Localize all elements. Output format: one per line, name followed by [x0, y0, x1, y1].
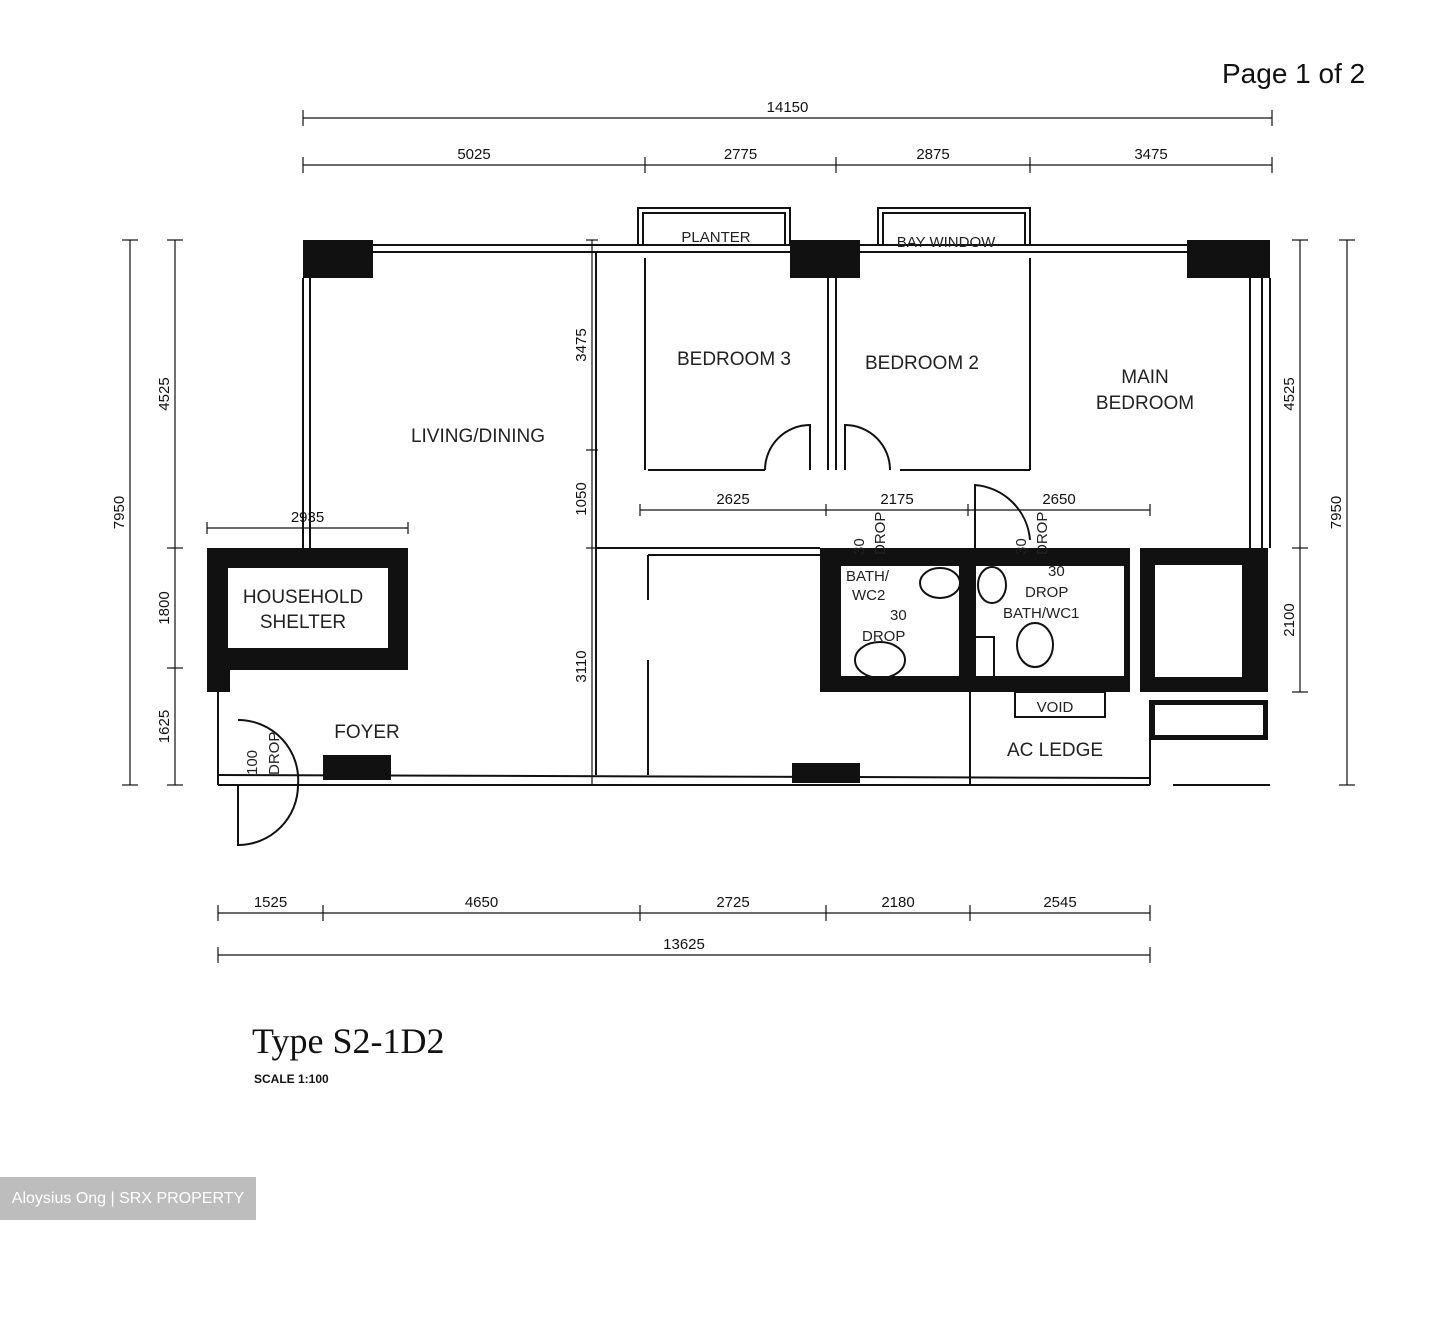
dimension-label: 13625	[663, 936, 705, 953]
dimension-label: 1525	[254, 894, 287, 911]
dimension-label: 3110	[573, 650, 590, 682]
bay-window-label: BAY WINDOW	[897, 234, 996, 251]
room-household-shelter-line1: HOUSEHOLD	[243, 587, 363, 608]
drop-note-wc2-top: 30	[851, 538, 868, 555]
unit-type-title: Type S2-1D2	[252, 1021, 445, 1061]
dimension-label: 4525	[1281, 377, 1298, 410]
drop-label-wc1: DROP	[1025, 584, 1068, 601]
room-bedroom-3: BEDROOM 3	[677, 349, 791, 370]
drop-note-foyer-label: DROP	[266, 732, 283, 775]
void-label: VOID	[1037, 699, 1074, 716]
room-bath-wc2-line1: BATH/	[846, 568, 890, 585]
drop-note-wc2-top-label: DROP	[872, 512, 889, 555]
wall-lines	[217, 207, 1271, 847]
drop-note-wc1-top: 30	[1013, 538, 1030, 555]
dimension-label: 3475	[1134, 146, 1167, 163]
drop-value-wc1: 30	[1048, 563, 1065, 580]
dimension-label: 2100	[1281, 603, 1298, 636]
dimension-label: 3475	[573, 328, 590, 361]
column	[790, 240, 860, 278]
dimension-label: 5025	[457, 146, 490, 163]
dimension-label: 1625	[156, 710, 173, 743]
drop-note-foyer-value: 100	[244, 750, 261, 775]
dimension-label: 7950	[111, 496, 128, 529]
room-bath-wc2-line2: WC2	[852, 587, 885, 604]
page-indicator: Page 1 of 2	[1222, 58, 1366, 89]
dimension-label: 2725	[716, 894, 749, 911]
column	[323, 755, 391, 780]
dimension-label: 1050	[573, 482, 590, 515]
watermark: Aloysius Ong | SRX PROPERTY	[0, 1177, 256, 1220]
scale-label: SCALE 1:100	[254, 1072, 329, 1086]
dimension-label: 4650	[465, 894, 498, 911]
walls	[207, 207, 1271, 847]
room-foyer: FOYER	[334, 722, 399, 743]
room-main-bedroom-line1: MAIN	[1121, 367, 1169, 388]
dimension-lines	[122, 110, 1355, 963]
drop-label-wc2: DROP	[862, 628, 905, 645]
drop-value-wc2: 30	[890, 607, 907, 624]
room-labels: LIVING/DINING BEDROOM 3 BEDROOM 2 MAIN B…	[243, 229, 1194, 775]
ledge-block-interior	[1155, 705, 1263, 735]
dimension-label: 2650	[1042, 491, 1075, 508]
dimension-label: 2545	[1043, 894, 1076, 911]
column	[303, 240, 373, 278]
shelter-wall	[207, 548, 408, 692]
room-household-shelter-line2: SHELTER	[260, 612, 346, 633]
dimension-label: 7950	[1328, 496, 1345, 529]
drop-note-wc1-top-label: DROP	[1034, 512, 1051, 555]
dimension-label: 1800	[156, 591, 173, 624]
room-bedroom-2: BEDROOM 2	[865, 353, 979, 374]
dimension-label: 2775	[724, 146, 757, 163]
dimension-label: 2625	[716, 491, 749, 508]
dimension-labels: 14150 5025 2775 2875 3475 7950 4525 1800 1625 452…	[111, 99, 1345, 953]
column	[792, 763, 860, 783]
room-main-bedroom-line2: BEDROOM	[1096, 393, 1194, 414]
dimension-label: 2875	[916, 146, 949, 163]
ac-ledge-label: AC LEDGE	[1007, 740, 1103, 761]
dimension-label: 2935	[291, 509, 324, 526]
dimension-label: 2175	[880, 491, 913, 508]
room-living-dining: LIVING/DINING	[411, 426, 545, 447]
store-interior	[1155, 565, 1242, 677]
planter-label: PLANTER	[681, 229, 750, 246]
column	[1187, 240, 1270, 278]
room-bath-wc1: BATH/WC1	[1003, 605, 1079, 622]
dimension-label: 14150	[767, 99, 809, 116]
dimension-label: 2180	[881, 894, 914, 911]
dimension-label: 4525	[156, 377, 173, 410]
